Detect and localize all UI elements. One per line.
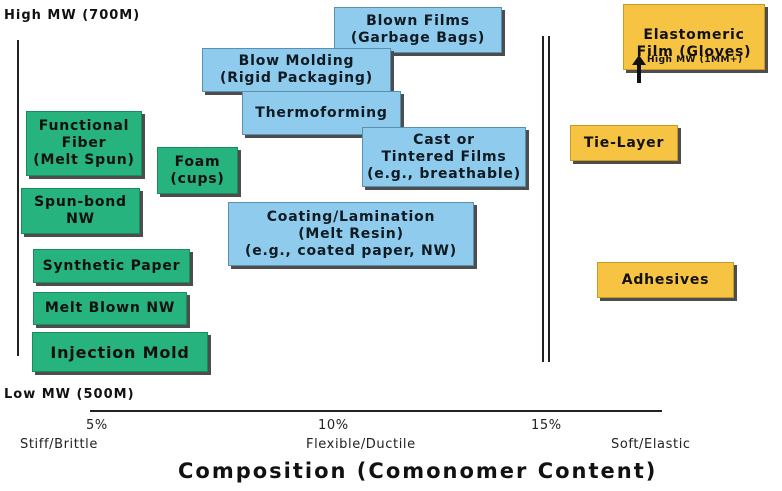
box-coating-lamination: Coating/Lamination (Melt Resin) (e.g., c… [228, 202, 474, 266]
x-tick-15: 15% [531, 418, 562, 433]
box-tie-layer: Tie-Layer [570, 125, 678, 161]
elastomeric-note: High MW (1MM+) [647, 55, 743, 65]
up-arrow-icon [632, 38, 646, 83]
x-tick-10: 10% [318, 418, 349, 433]
y-axis-line [17, 40, 19, 356]
y-axis-high-label: High MW (700M) [4, 8, 141, 23]
x-axis-line [90, 410, 662, 412]
x-axis-title: Composition (Comonomer Content) [178, 459, 658, 483]
box-blow-molding: Blow Molding (Rigid Packaging) [202, 48, 391, 92]
elastomeric-title: Elastomeric Film (Gloves) [636, 27, 752, 60]
box-synthetic-paper: Synthetic Paper [33, 249, 190, 283]
box-cast-films: Cast or Tintered Films (e.g., breathable… [362, 127, 526, 187]
region-flexible-ductile: Flexible/Ductile [306, 437, 416, 452]
box-spunbond: Spun-bond NW [21, 188, 140, 234]
y-axis-low-label: Low MW (500M) [4, 387, 135, 402]
box-foam: Foam (cups) [157, 147, 238, 194]
divider-line-right [548, 36, 550, 362]
box-adhesives: Adhesives [597, 262, 734, 298]
divider-line-left [542, 36, 544, 362]
box-elastomeric-film: Elastomeric Film (Gloves) High MW (1MM+) [623, 4, 765, 83]
x-tick-5: 5% [86, 418, 108, 433]
region-stiff-brittle: Stiff/Brittle [20, 437, 98, 452]
box-blown-films: Blown Films (Garbage Bags) [334, 7, 502, 53]
region-soft-elastic: Soft/Elastic [611, 437, 691, 452]
box-melt-blown: Melt Blown NW [33, 292, 187, 325]
box-injection-mold: Injection Mold [32, 332, 208, 372]
box-thermoforming: Thermoforming [242, 91, 401, 135]
box-functional-fiber: Functional Fiber (Melt Spun) [26, 111, 142, 176]
